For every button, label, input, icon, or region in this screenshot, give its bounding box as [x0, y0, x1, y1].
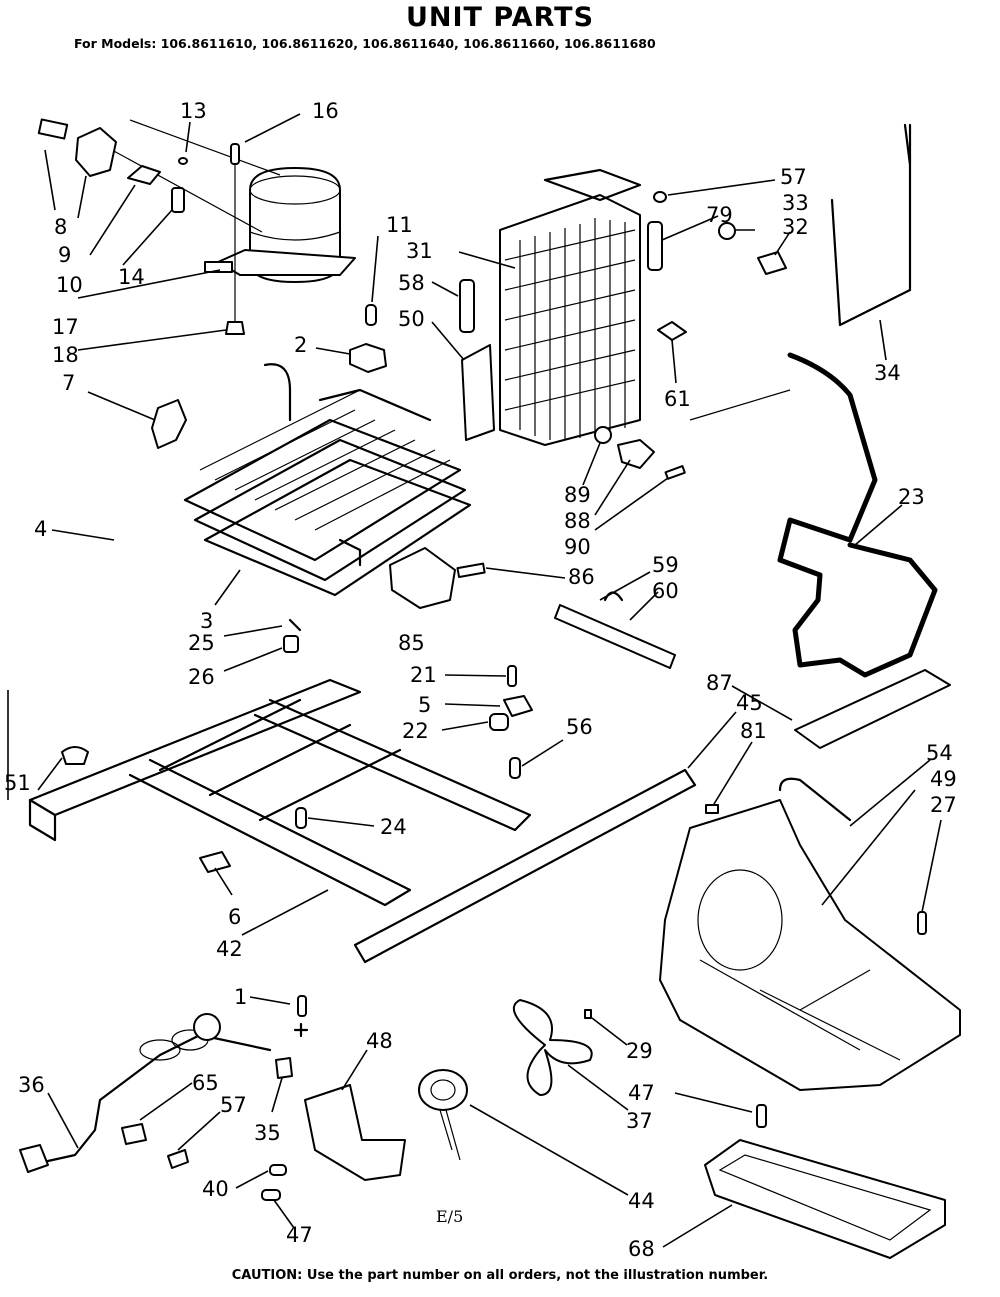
callout-86: 86: [568, 565, 595, 589]
leader-lines: [7, 113, 942, 1248]
callout-42: 42: [216, 937, 243, 961]
grommet-40: [269, 1164, 287, 1176]
callout-65: 65: [192, 1071, 219, 1095]
base-frame-drawing: [28, 678, 532, 907]
small-hardware: [283, 618, 533, 779]
callout-47-bottom: 47: [286, 1223, 313, 1247]
callout-44: 44: [628, 1189, 655, 1213]
fan-blade-drawing: [512, 999, 593, 1096]
callout-57-bottom: 57: [220, 1093, 247, 1117]
callout-79: 79: [706, 203, 733, 227]
callout-11: 11: [386, 213, 413, 237]
shroud-drawing: [794, 669, 951, 749]
callout-58: 58: [398, 271, 425, 295]
callout-24: 24: [380, 815, 407, 839]
callout-56: 56: [566, 715, 593, 739]
callout-6: 6: [228, 905, 241, 929]
callout-5: 5: [418, 693, 431, 717]
drier-clamp-parts: [594, 426, 686, 480]
callout-2: 2: [294, 333, 307, 357]
callout-34: 34: [874, 361, 901, 385]
tube-extension: [689, 389, 791, 421]
callout-89: 89: [564, 483, 591, 507]
callout-90: 90: [564, 535, 591, 559]
callout-68: 68: [628, 1237, 655, 1261]
callout-85: 85: [398, 631, 425, 655]
callout-40: 40: [202, 1177, 229, 1201]
callout-36: 36: [18, 1073, 45, 1097]
callout-16: 16: [312, 99, 339, 123]
callout-88: 88: [564, 509, 591, 533]
defrost-parts: [349, 304, 387, 373]
fan-bracket-drawing: [659, 799, 961, 1091]
callout-1: 1: [234, 985, 247, 1009]
model-numbers: For Models: 106.8611610, 106.8611620, 10…: [74, 36, 656, 51]
heat-exchanger-tube-drawing: [777, 352, 938, 678]
callout-10: 10: [56, 273, 83, 297]
callout-22: 22: [402, 719, 429, 743]
callout-23: 23: [898, 485, 925, 509]
callout-51: 51: [4, 771, 31, 795]
callout-57-top: 57: [780, 165, 807, 189]
power-cord-drawing: [19, 995, 309, 1173]
evaporator-drawing: [183, 363, 472, 597]
compressor-drawing: [111, 119, 356, 283]
relay-and-overload-parts: [37, 118, 245, 335]
drier-parts: [554, 591, 676, 669]
condenser-hardware: [459, 191, 787, 441]
callout-14: 14: [118, 265, 145, 289]
screw-81: [705, 804, 719, 814]
callout-21: 21: [410, 663, 437, 687]
callout-8: 8: [54, 215, 67, 239]
callout-26: 26: [188, 665, 215, 689]
callout-49: 49: [930, 767, 957, 791]
motor-bracket-drawing: [304, 1084, 406, 1181]
grommet-47: [261, 1189, 281, 1201]
callout-48: 48: [366, 1029, 393, 1053]
diagram-title: UNIT PARTS: [405, 2, 595, 33]
drain-tray-drawing: [704, 1139, 946, 1259]
callout-18: 18: [52, 343, 79, 367]
callout-32: 32: [782, 215, 809, 239]
tube-drawing: [830, 123, 912, 327]
callout-31: 31: [406, 239, 433, 263]
callout-9: 9: [58, 243, 71, 267]
callout-25: 25: [188, 631, 215, 655]
callout-13: 13: [180, 99, 207, 123]
callout-35: 35: [254, 1121, 281, 1145]
callout-4: 4: [34, 517, 47, 541]
callout-50: 50: [398, 307, 425, 331]
callout-54: 54: [926, 741, 953, 765]
callout-60: 60: [652, 579, 679, 603]
condenser-drawing: [499, 168, 642, 446]
callout-47-right: 47: [628, 1081, 655, 1105]
screw-47: [756, 1104, 767, 1128]
sheet-code: E/5: [436, 1207, 463, 1226]
callout-37: 37: [626, 1109, 653, 1133]
callout-59: 59: [652, 553, 679, 577]
callout-numbers: 13 16 8 9 10 14 17 18 11 2 7 4 3 25 26 3…: [4, 99, 957, 1261]
callout-3: 3: [200, 609, 213, 633]
rail-drawing: [353, 768, 697, 964]
callout-7: 7: [62, 371, 75, 395]
callout-27: 27: [930, 793, 957, 817]
wire-54: [778, 777, 852, 822]
fan-motor-cover-drawing: [389, 547, 486, 609]
callout-45: 45: [736, 691, 763, 715]
bracket-drawing: [151, 399, 187, 449]
fan-motor-drawing: [418, 1069, 468, 1161]
callout-87: 87: [706, 671, 733, 695]
callout-29: 29: [626, 1039, 653, 1063]
caution-note: CAUTION: Use the part number on all orde…: [231, 1268, 769, 1283]
callout-61: 61: [664, 387, 691, 411]
callout-17: 17: [52, 315, 79, 339]
callout-81: 81: [740, 719, 767, 743]
callout-33: 33: [782, 191, 809, 215]
